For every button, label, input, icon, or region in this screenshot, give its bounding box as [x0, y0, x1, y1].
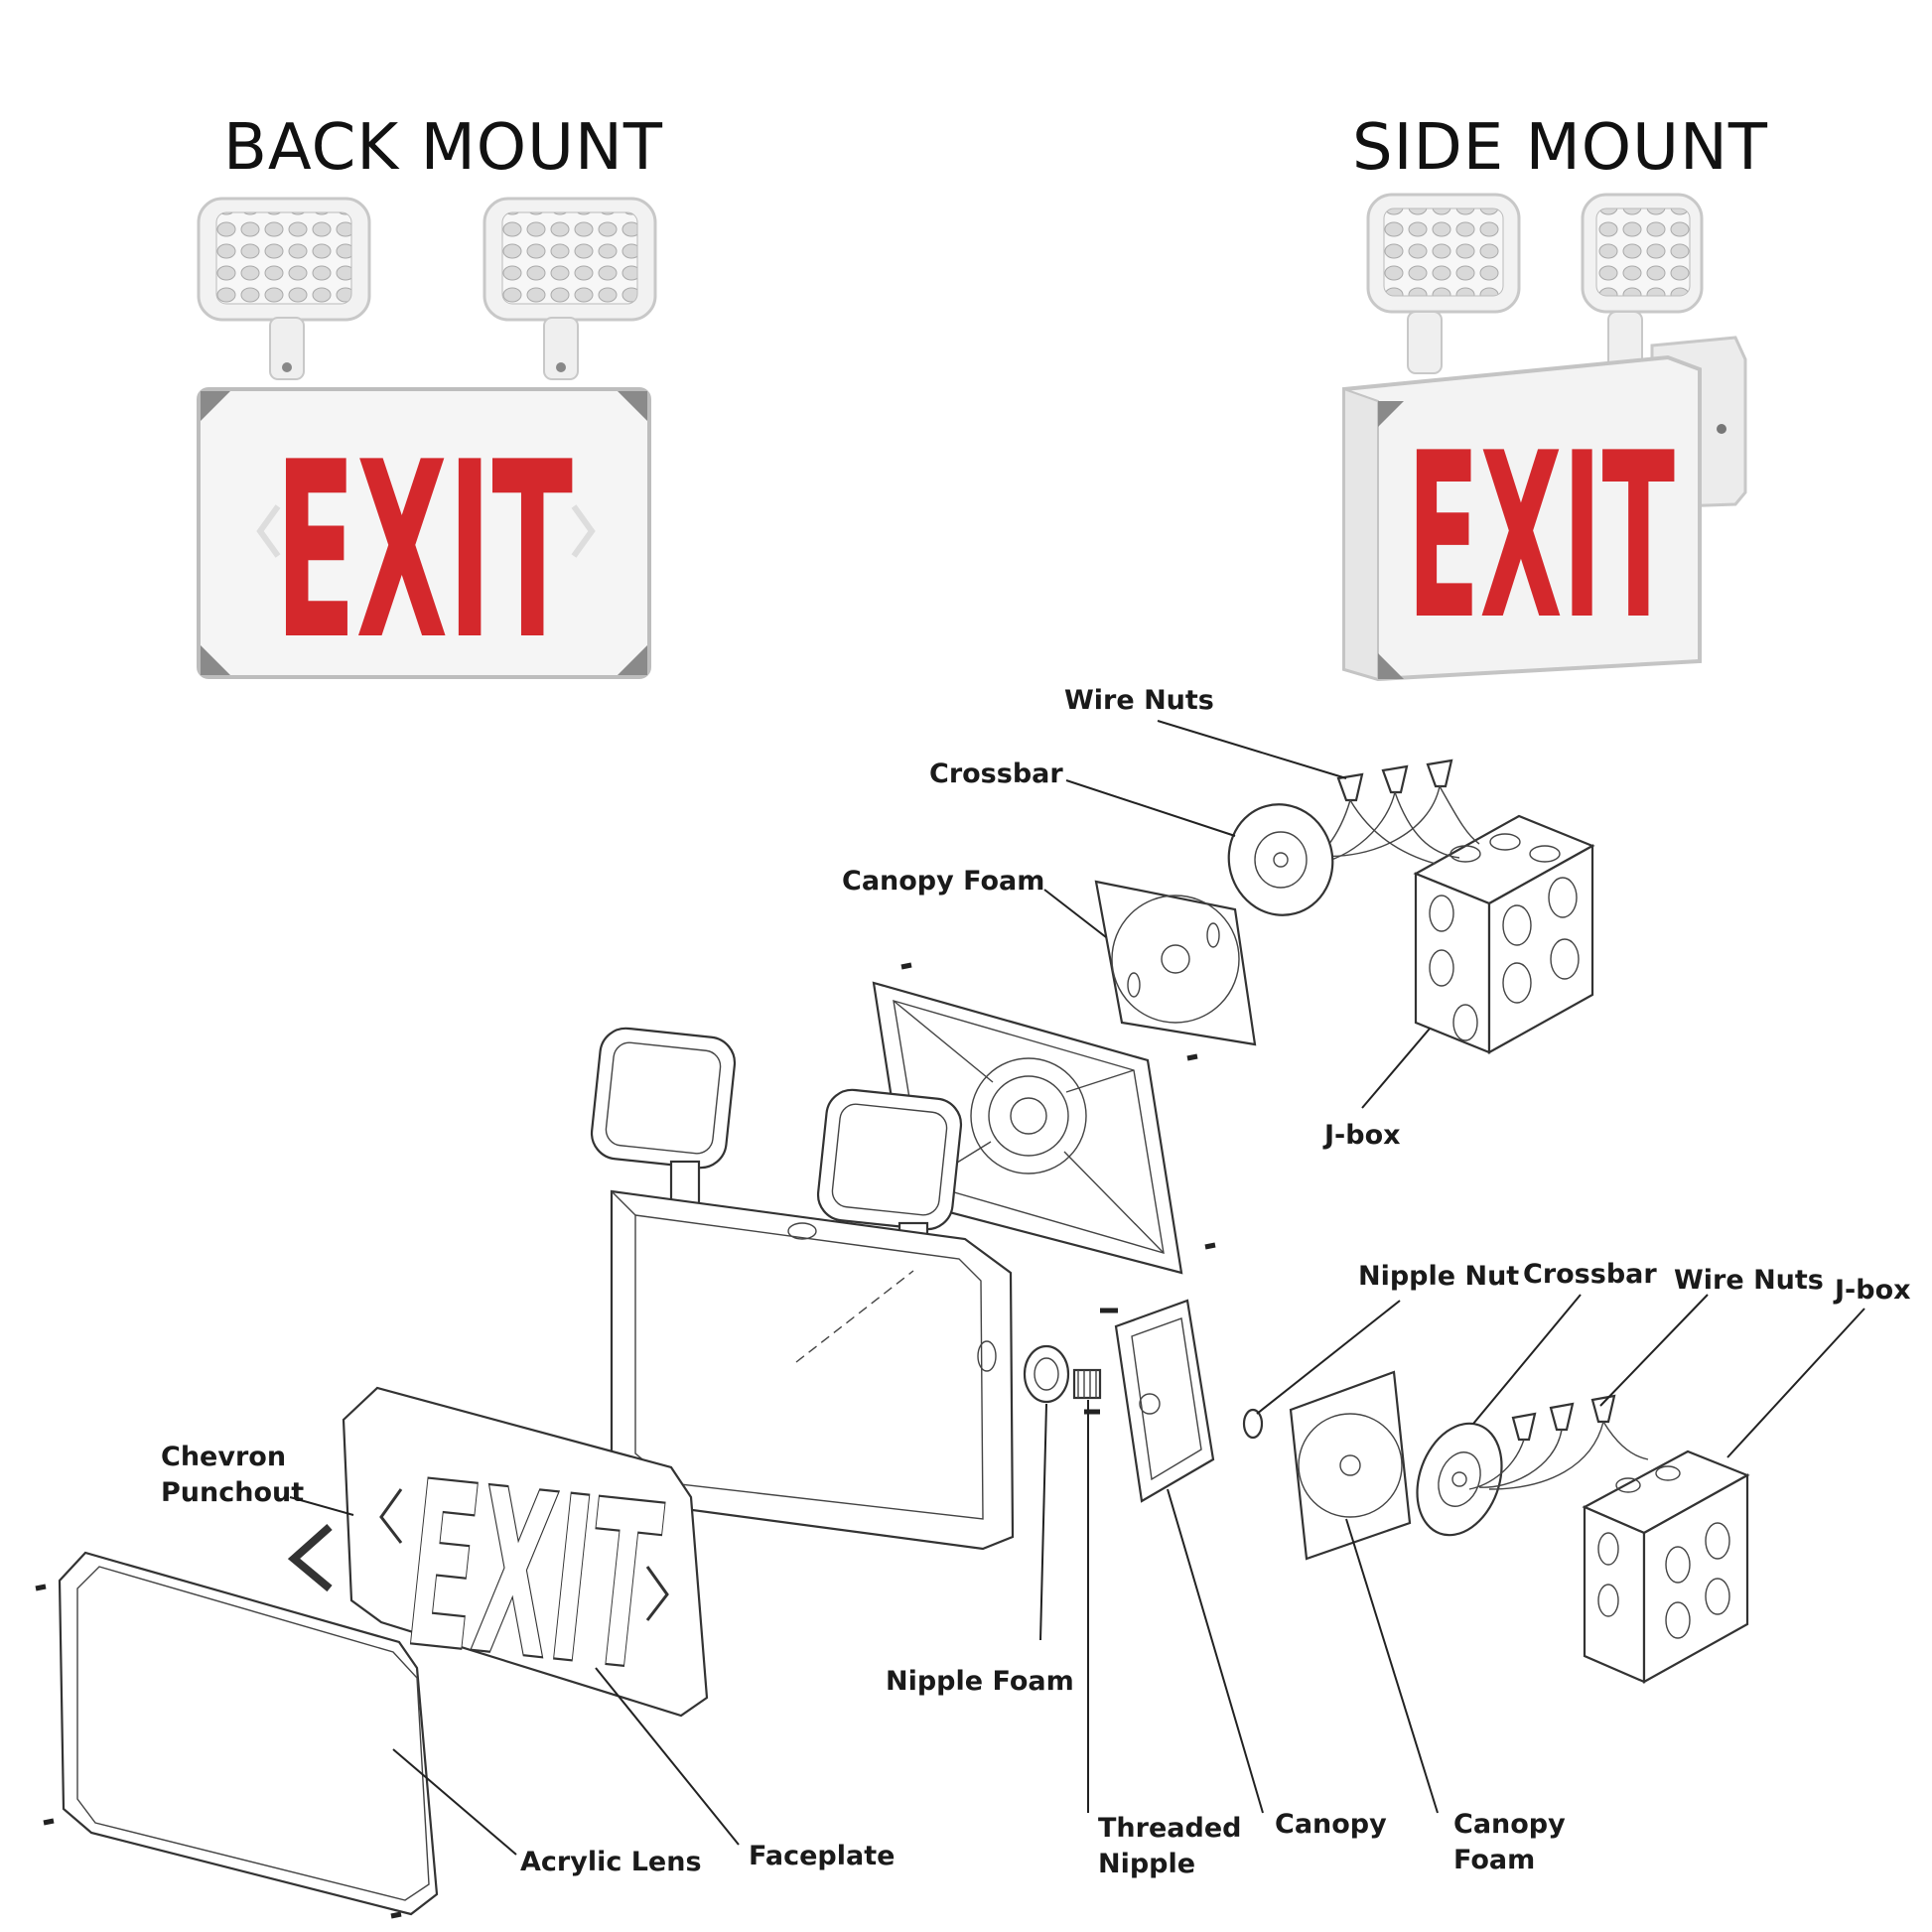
label-canopy: Canopy — [1275, 1809, 1387, 1840]
label-jbox-top: J-box — [1322, 1120, 1401, 1151]
chevron-punchout — [287, 1524, 333, 1592]
label-chevron-punchout-1: Chevron — [161, 1442, 286, 1472]
label-canopy-foam-bottom-2: Foam — [1453, 1845, 1535, 1875]
right-canopy-foam — [1289, 1370, 1412, 1561]
side-mount-exit-sign: EXIT — [1342, 193, 1747, 682]
right-crossbar — [1416, 1422, 1503, 1537]
back-mount-housing — [197, 387, 651, 679]
right-jbox — [1582, 1449, 1750, 1684]
label-canopy-foam-bottom-1: Canopy — [1453, 1809, 1566, 1840]
label-crossbar-top: Crossbar — [929, 759, 1063, 789]
screws — [35, 962, 1216, 1919]
back-mount-title: BACK MOUNT — [223, 111, 663, 185]
nipple-foam — [1023, 1344, 1070, 1404]
label-threaded-nipple-1: Threaded — [1098, 1813, 1241, 1844]
label-canopy-foam-top: Canopy Foam — [842, 866, 1044, 897]
acrylic-lens — [58, 1551, 439, 1916]
label-jbox-right: J-box — [1833, 1275, 1911, 1306]
label-nipple-foam: Nipple Foam — [886, 1666, 1074, 1697]
label-faceplate: Faceplate — [749, 1841, 895, 1871]
callout-labels: Wire Nuts Crossbar Canopy Foam J-box Nip… — [161, 685, 1911, 1879]
side-mount-exit-text: EXIT — [1407, 405, 1675, 670]
label-threaded-nipple-2: Nipple — [1098, 1849, 1195, 1879]
label-nipple-nut: Nipple Nut — [1358, 1261, 1519, 1292]
label-acrylic-lens: Acrylic Lens — [520, 1847, 702, 1877]
faceplate-exit-outline: EXIT — [396, 1434, 671, 1724]
label-wire-nuts-right: Wire Nuts — [1674, 1265, 1824, 1296]
right-wire-nuts — [1468, 1394, 1649, 1490]
faceplate: EXIT — [342, 1386, 709, 1724]
back-mount-exit-text: EXIT — [275, 410, 573, 693]
back-mount-exit-sign: EXIT — [197, 197, 657, 693]
top-canopy-foam — [1094, 880, 1257, 1046]
canopy — [1114, 1299, 1215, 1503]
label-chevron-punchout-2: Punchout — [161, 1477, 304, 1508]
threaded-nipple — [1072, 1368, 1102, 1400]
label-crossbar-right: Crossbar — [1523, 1259, 1657, 1290]
top-crossbar — [1227, 803, 1334, 916]
side-mount-title: SIDE MOUNT — [1352, 111, 1768, 185]
label-wire-nuts-top: Wire Nuts — [1064, 685, 1214, 716]
leader-lines — [289, 720, 1865, 1856]
nipple-nut — [1242, 1408, 1264, 1440]
top-jbox — [1413, 814, 1595, 1054]
